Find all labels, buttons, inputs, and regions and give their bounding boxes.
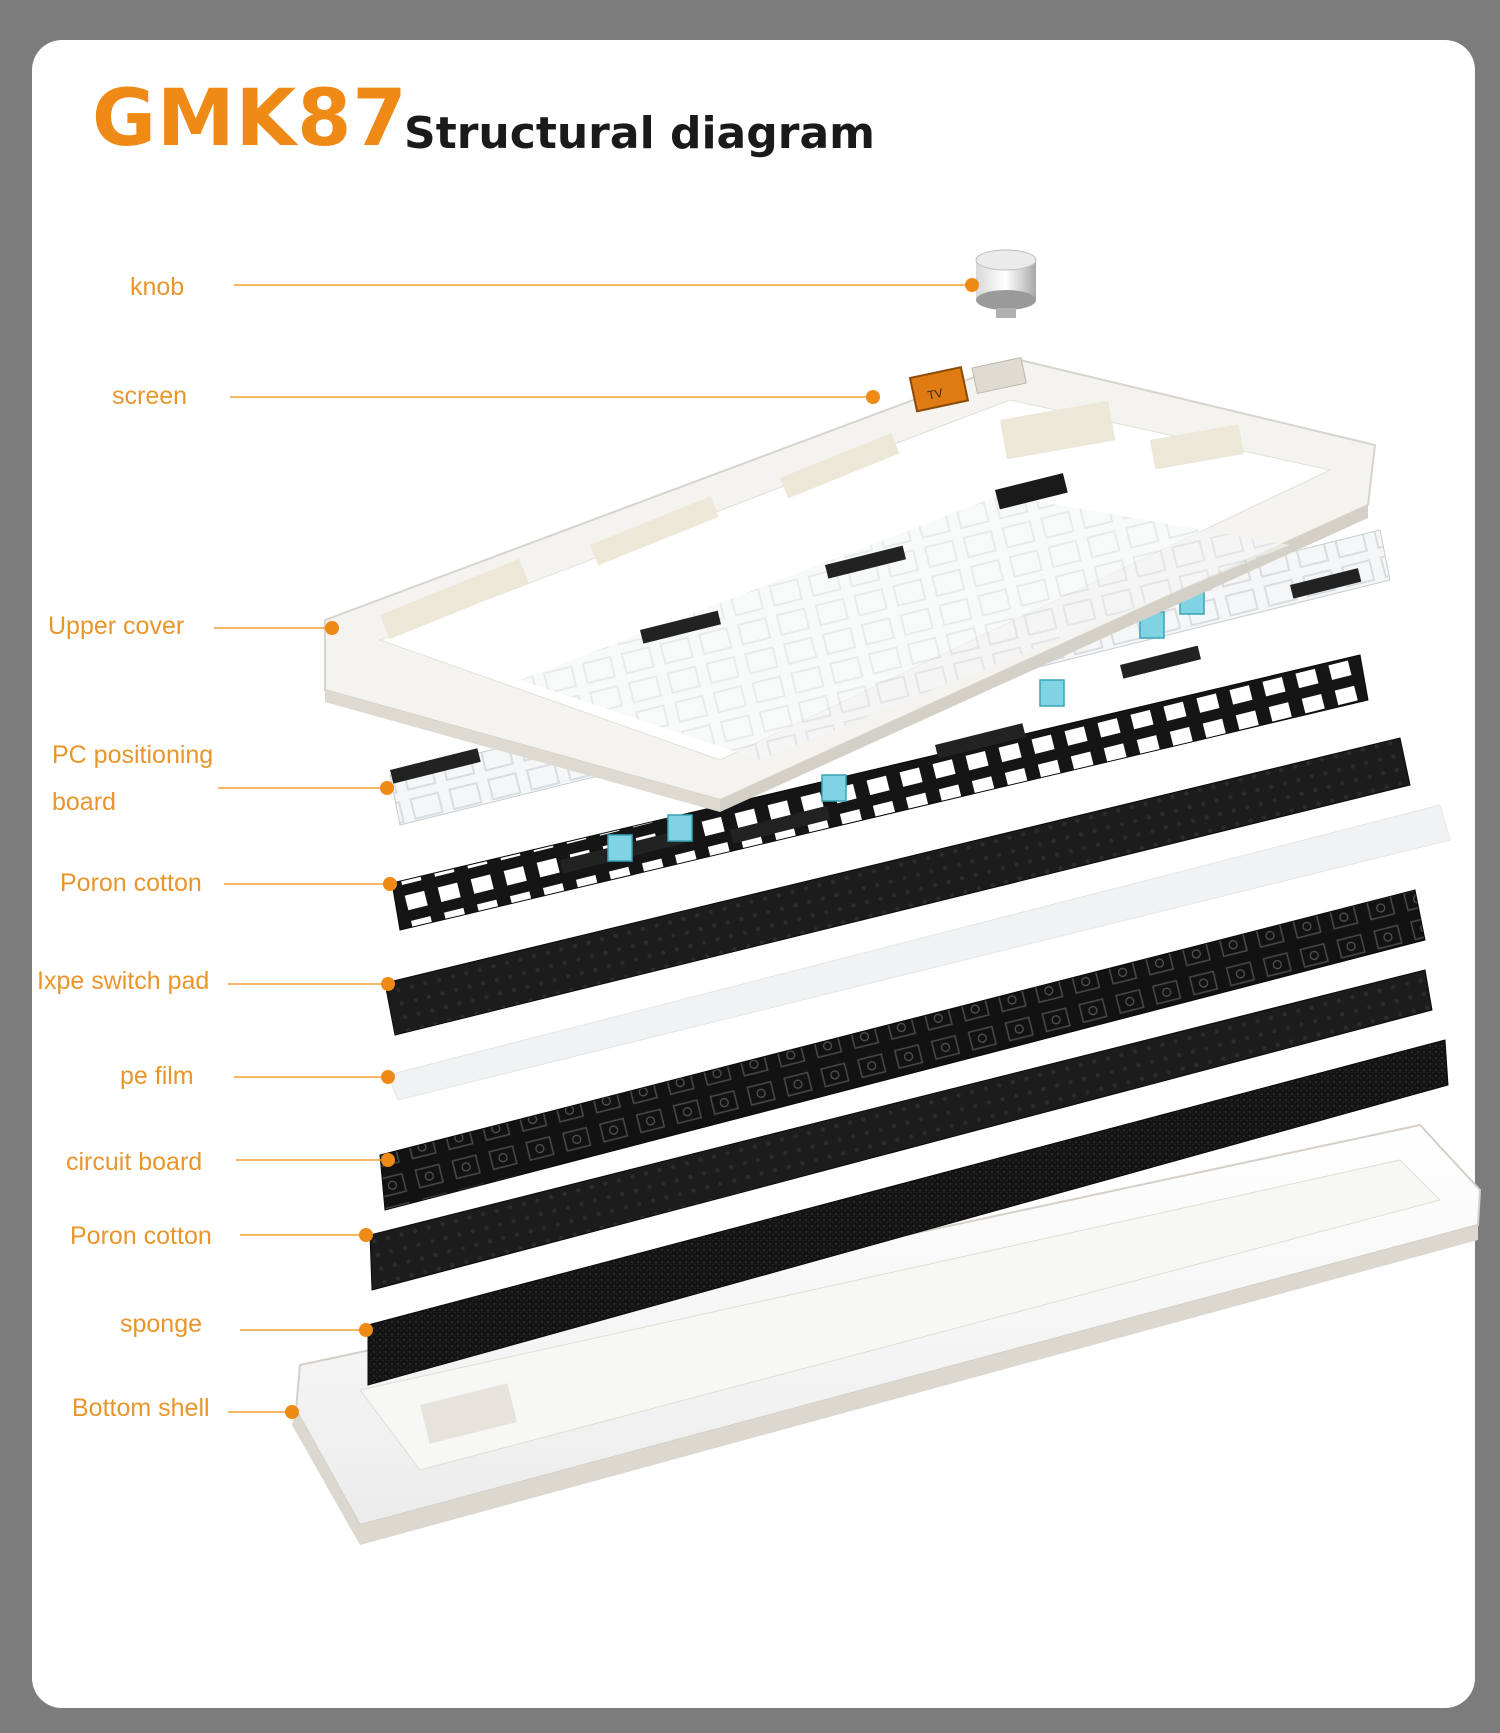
bottom-shell-marker bbox=[285, 1405, 299, 1419]
brand-title: GMK87 bbox=[92, 74, 408, 164]
label-pc-positioning-board-line2: board bbox=[52, 788, 116, 816]
label-pc-positioning-board-line1: PC positioning bbox=[52, 741, 214, 769]
screen-badge-text: TV bbox=[926, 386, 944, 403]
upper-cover-marker bbox=[325, 621, 339, 635]
label-ixpe-switch-pad: Ixpe switch pad bbox=[37, 967, 210, 995]
screen-display: TV bbox=[908, 357, 1027, 413]
ixpe-switch-pad-part bbox=[384, 737, 1411, 1036]
label-knob: knob bbox=[130, 273, 185, 301]
leader-lines bbox=[214, 284, 972, 1413]
ixpe-switch-pad-marker bbox=[381, 977, 395, 991]
label-sponge: sponge bbox=[120, 1310, 203, 1338]
label-bottom-shell: Bottom shell bbox=[72, 1394, 210, 1422]
knob-marker bbox=[965, 278, 979, 292]
pe-film-marker bbox=[381, 1070, 395, 1084]
pc-board-marker bbox=[380, 781, 394, 795]
label-pe-film: pe film bbox=[120, 1062, 194, 1090]
label-upper-cover: Upper cover bbox=[48, 612, 185, 640]
circuit-board-part bbox=[379, 889, 1426, 1211]
diagram-subtitle: Structural diagram bbox=[404, 108, 875, 159]
screen-marker bbox=[866, 390, 880, 404]
poron-cotton-upper-marker bbox=[383, 877, 397, 891]
knob-part bbox=[975, 249, 1037, 318]
label-poron-cotton-lower: Poron cotton bbox=[70, 1222, 212, 1250]
poron-cotton-lower-part bbox=[369, 969, 1433, 1291]
label-screen: screen bbox=[112, 382, 188, 410]
label-circuit-board: circuit board bbox=[66, 1148, 203, 1176]
label-poron-cotton-upper: Poron cotton bbox=[60, 869, 202, 897]
sponge-part bbox=[367, 1039, 1449, 1386]
poron-cotton-upper-part bbox=[391, 654, 1369, 931]
leader-endpoints bbox=[285, 278, 979, 1419]
upper-cover-part: TV bbox=[324, 357, 1377, 812]
circuit-board-marker bbox=[381, 1153, 395, 1167]
poron-cotton-lower-marker bbox=[359, 1228, 373, 1242]
bottom-shell-part bbox=[292, 1123, 1482, 1545]
pe-film-part bbox=[387, 804, 1451, 1101]
sponge-marker bbox=[359, 1323, 373, 1337]
